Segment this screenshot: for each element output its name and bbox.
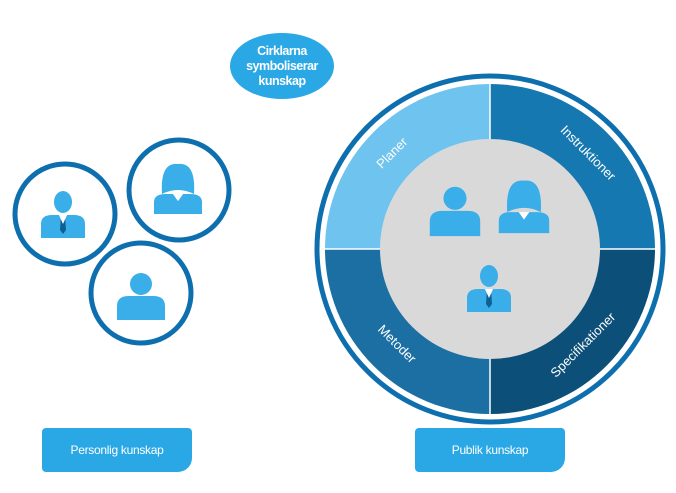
public-knowledge-ring: Planer Instruktioner Metoder Specifikati… [314,73,666,425]
bubble-line-3: kunskap [258,73,306,88]
bubble-line-1: Cirklarna [257,43,307,58]
explanation-bubble: Cirklarna symboliserar kunskap [230,33,334,99]
personal-circle-man [12,161,118,267]
caption-public-knowledge: Publik kunskap [415,428,565,472]
bubble-line-2: symboliserar [246,58,318,73]
personal-knowledge-group [12,137,232,346]
caption-personal-knowledge: Personlig kunskap [42,428,192,472]
inner-disc [380,139,600,359]
